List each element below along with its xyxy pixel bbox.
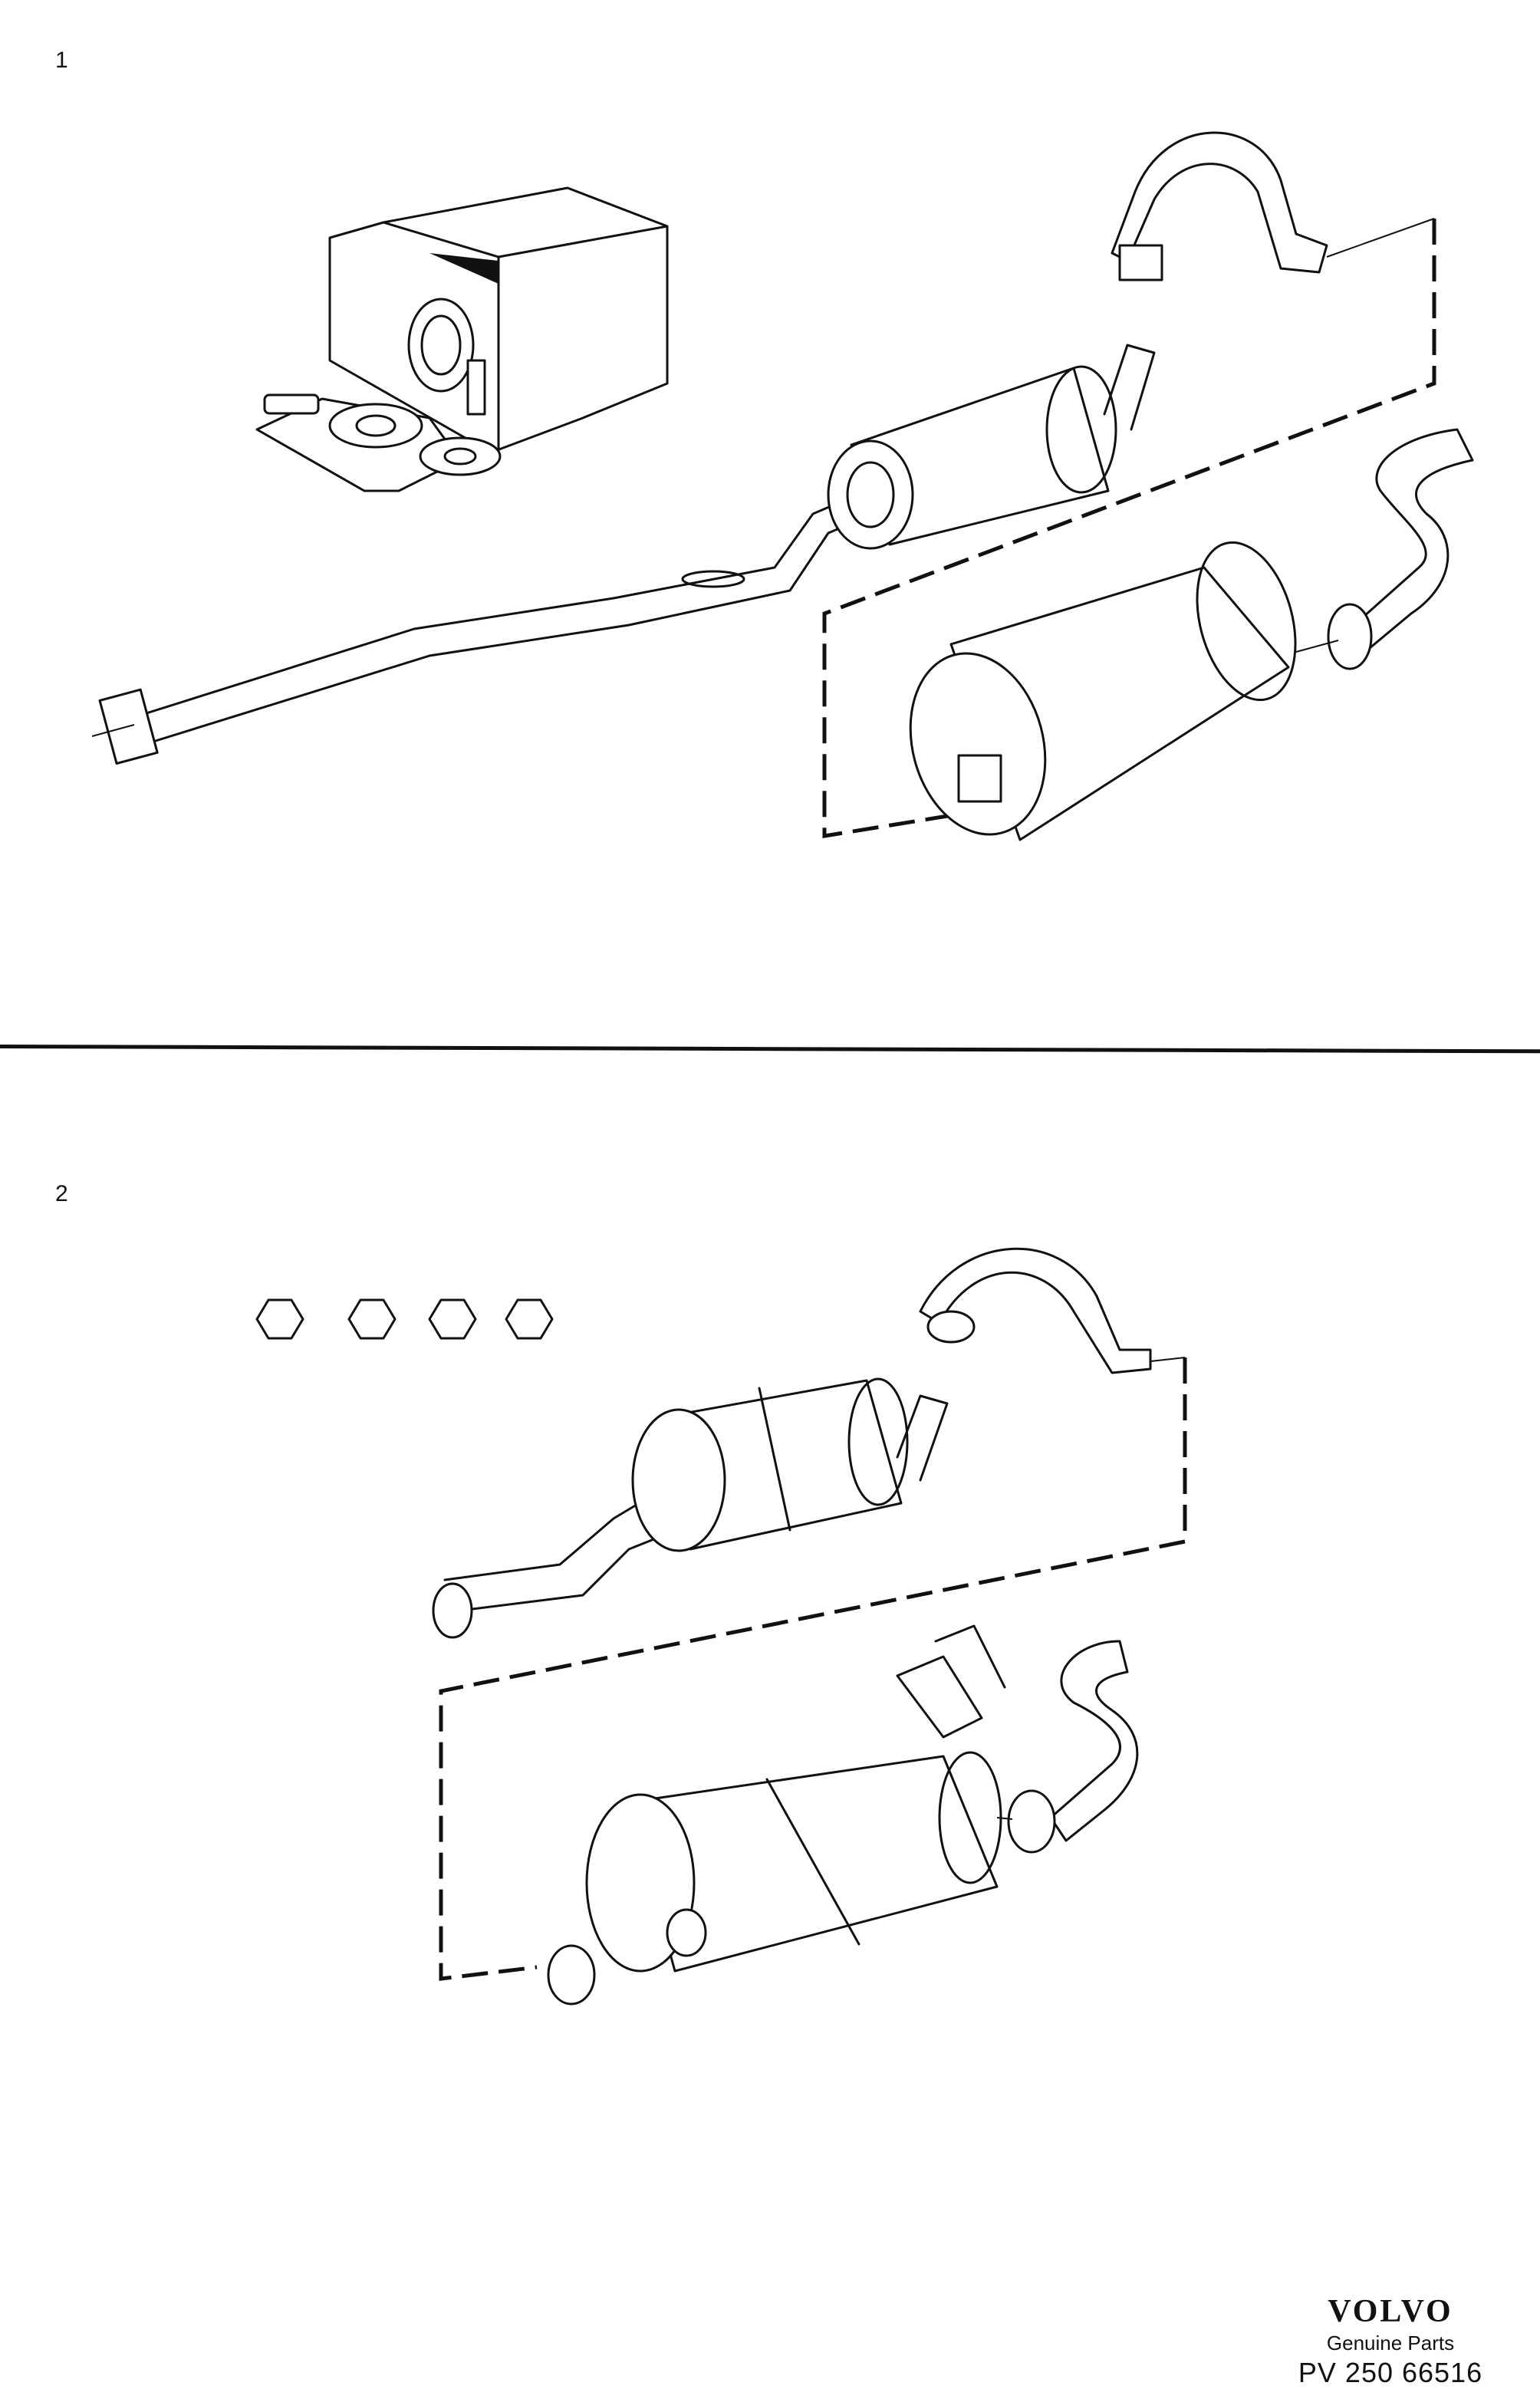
volvo-logo: VOLVO bbox=[1328, 2294, 1453, 2329]
front-silencer-icon bbox=[827, 344, 1156, 550]
rubber-hangers-icon bbox=[255, 1298, 554, 1340]
front-pipe-2-icon bbox=[432, 1494, 669, 1639]
manifold-flange-icon bbox=[255, 359, 502, 492]
manifold-housing-icon bbox=[328, 186, 669, 454]
rear-silencer-2-icon bbox=[547, 1640, 1139, 2006]
brand-block: VOLVO Genuine Parts PV 250 66516 bbox=[1287, 2293, 1494, 2389]
section-number-2: 2 bbox=[55, 1181, 68, 1206]
section-divider bbox=[0, 1045, 1540, 1054]
section-number-1: 1 bbox=[55, 48, 68, 73]
front-pipe-icon bbox=[91, 489, 876, 765]
part-code: PV 250 66516 bbox=[1298, 2357, 1483, 2388]
intermediate-pipe-icon bbox=[1111, 131, 1435, 281]
exhaust-system-1-illustration bbox=[91, 131, 1474, 841]
exhaust-system-2-illustration bbox=[255, 1247, 1187, 2006]
mounting-bracket-icon bbox=[896, 1624, 1006, 1739]
front-silencer-2-icon bbox=[631, 1377, 949, 1552]
brand-subtitle: Genuine Parts bbox=[1326, 2331, 1455, 2354]
rear-silencer-icon bbox=[909, 428, 1474, 841]
intermediate-pipe-2-icon bbox=[919, 1247, 1186, 1374]
